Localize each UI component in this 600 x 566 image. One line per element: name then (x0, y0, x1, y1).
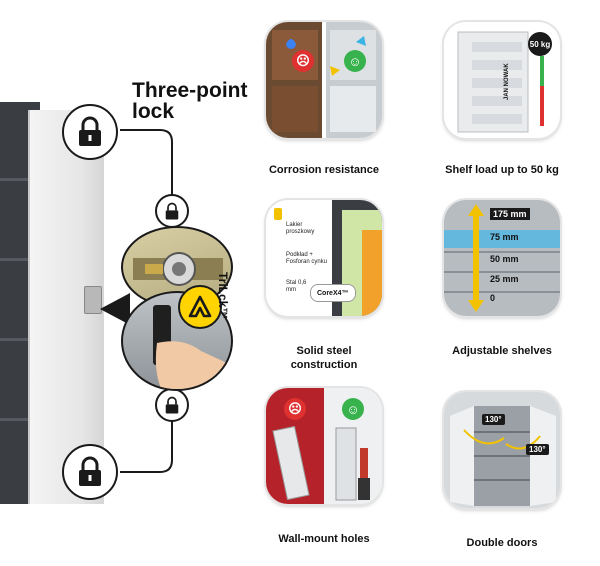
measure-50: 50 mm (490, 254, 519, 264)
measure-25: 25 mm (490, 274, 519, 284)
load-badge: 50 kg (528, 32, 552, 56)
double-doors-tile: 130° 130° (444, 392, 560, 508)
corex-label: CoreX4™ (310, 284, 356, 302)
feature-label-corrosion: Corrosion resistance (268, 164, 380, 176)
happy-face-icon: ☺ (344, 50, 366, 72)
measure-75: 75 mm (490, 232, 519, 242)
feature-label-shelf-load: Shelf load up to 50 kg (445, 164, 559, 176)
feature-label-adjustable: Adjustable shelves (452, 345, 552, 357)
padlock-icon (155, 194, 189, 228)
padlock-icon (155, 388, 189, 422)
sad-face-icon: ☹ (284, 398, 306, 420)
brand-text: JAN NOWAK (504, 63, 510, 100)
sad-face-icon: ☹ (292, 50, 314, 72)
cabinet-shelf (0, 418, 32, 421)
cabinet-shelf (0, 338, 32, 341)
cabinet-shelf (0, 258, 32, 261)
layer-label-paint: Lakier proszkowy (286, 222, 315, 235)
feature-label-solid-steel: Solid steel construction (290, 345, 358, 371)
angle-left-badge: 130° (482, 414, 505, 425)
adjustable-shelves-tile: 175 mm 75 mm 50 mm 25 mm 0 (444, 200, 560, 316)
happy-face-icon: ☺ (342, 398, 364, 420)
trilock-logo-icon (178, 285, 222, 329)
three-point-lock-heading: Three-point lock (132, 79, 248, 123)
padlock-icon (62, 104, 118, 160)
paint-can-icon (274, 208, 282, 220)
solid-steel-tile: Lakier proszkowy Podkład + Fosforan cynk… (266, 200, 382, 316)
wall-mount-tile: ☹ ☺ (266, 388, 382, 504)
corrosion-resistance-tile: ☹ ☺ (266, 22, 382, 138)
measure-175: 175 mm (490, 208, 530, 220)
shelf-load-tile: 50 kg JAN NOWAK (444, 22, 560, 138)
cabinet-shelf (0, 178, 32, 181)
measure-0: 0 (490, 293, 496, 303)
feature-label-double-doors: Double doors (466, 537, 538, 549)
angle-right-badge: 130° (526, 444, 549, 455)
feature-label-wall-mount: Wall-mount holes (278, 533, 370, 545)
layer-label-steel: Stal 0,6 mm (286, 280, 307, 293)
trilock-label: TriLck™ (216, 272, 230, 320)
layer-label-primer: Podkład + Fosforan cynku (286, 252, 328, 265)
padlock-icon (62, 444, 118, 500)
